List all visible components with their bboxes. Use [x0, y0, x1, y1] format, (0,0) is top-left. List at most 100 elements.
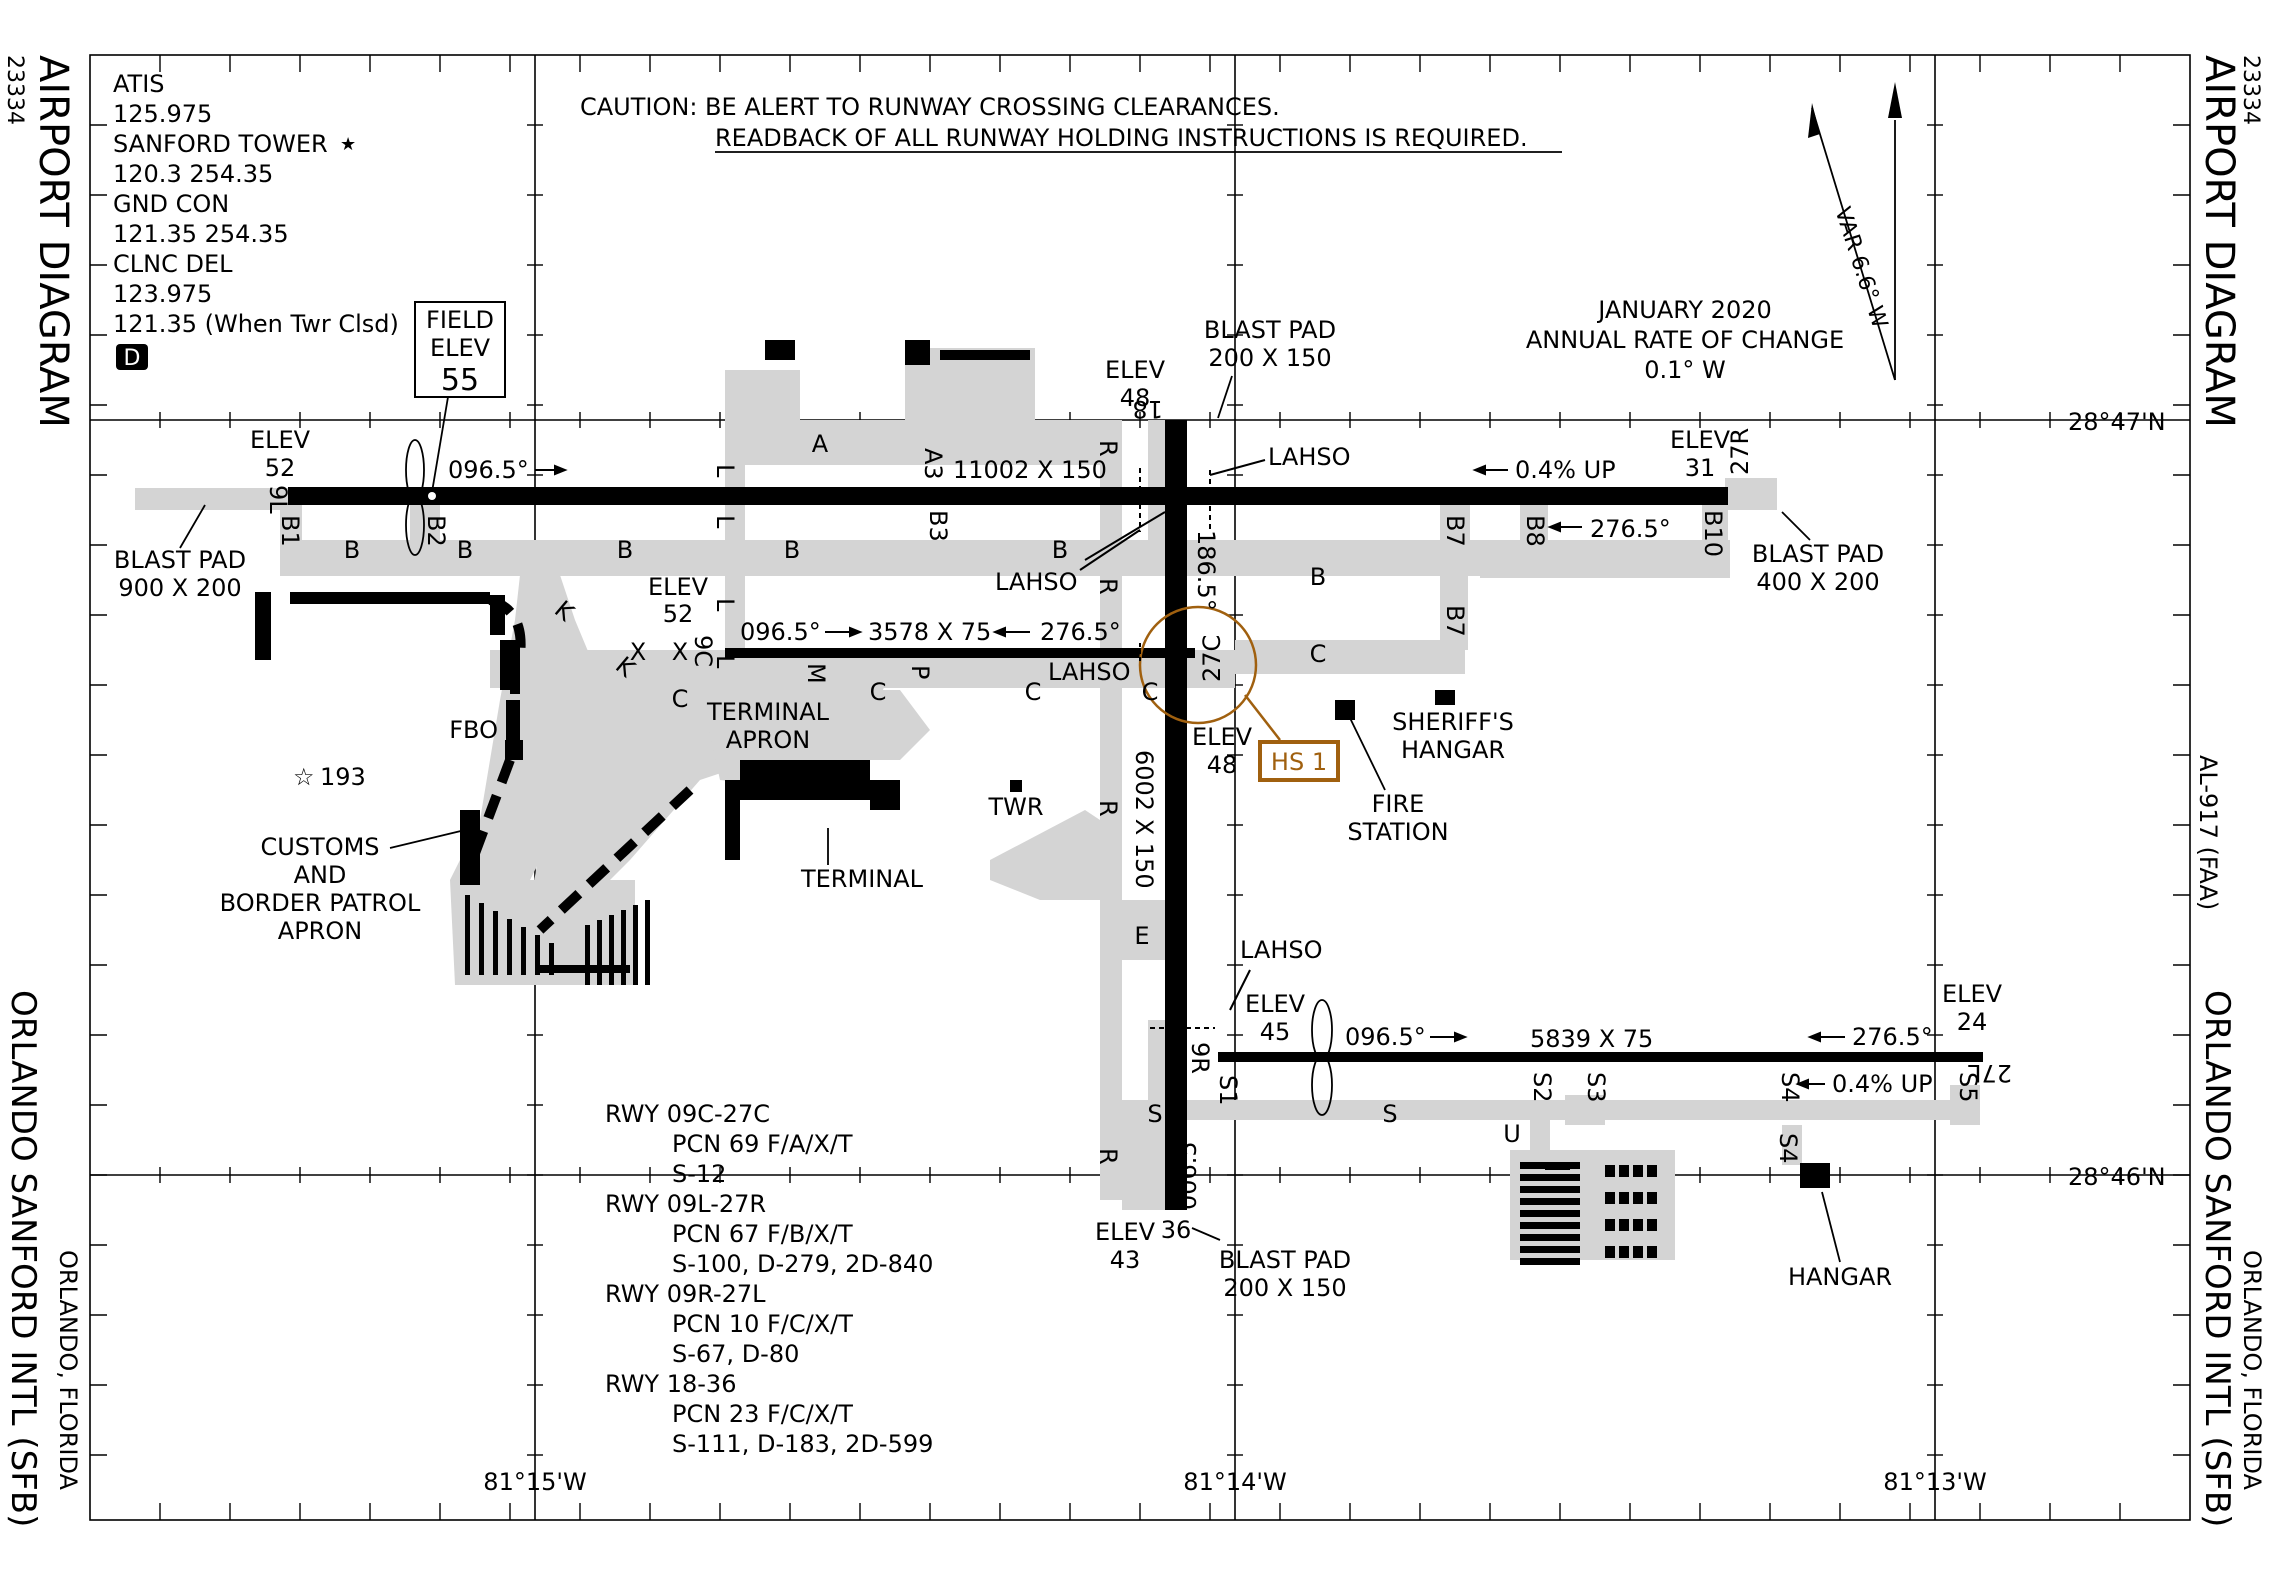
bp-36-label: BLAST PAD [1219, 1246, 1351, 1274]
rwy-mark-9R [1311, 999, 1333, 1116]
twy-R-2: R [1094, 578, 1122, 595]
rwy-info-3-wt: S-67, D-80 [672, 1340, 799, 1368]
hdg-9C: 096.5° [740, 618, 821, 646]
parking-block [645, 900, 650, 985]
parking-block [1545, 1164, 1570, 1170]
lahso-marks [1079, 459, 1266, 1029]
twy-C-2: C [870, 678, 887, 706]
rwy-18-label: 18 [1132, 395, 1163, 423]
hdg-18: 186.5° [1192, 530, 1220, 611]
parking-block [493, 911, 498, 975]
taxiway-labels: A A3 B1 B2 B3 B7 B7 B8 B10 B B B B B B L… [276, 430, 1982, 1165]
slope-27R: 0.4% UP [1515, 456, 1616, 484]
twy-A: A [812, 430, 829, 458]
parking-block [1619, 1165, 1629, 1177]
terminal-apron-label-2: APRON [726, 726, 810, 754]
obstacle-star-icon: ☆ [293, 763, 315, 791]
elev-27R-label: ELEV [1670, 426, 1731, 454]
grid-ticks [90, 55, 2190, 1520]
d-badge: D [124, 346, 141, 371]
buildings [255, 340, 1830, 1188]
runway-18-36 [1165, 420, 1187, 1210]
lahso-label-3: LAHSO [1048, 658, 1131, 686]
parking-rows [465, 895, 1657, 1265]
bp-9L-label: BLAST PAD [114, 546, 246, 574]
magvar-date: JANUARY 2020 [1596, 296, 1772, 324]
twy-B7b: B7 [1441, 605, 1469, 637]
twy-C-3: C [1025, 678, 1042, 706]
elev-9C-value: 52 [663, 600, 694, 628]
parking-block [1520, 1174, 1580, 1181]
side-airport-left: ORLANDO SANFORD INTL (SFB) [3, 990, 43, 1527]
side-doc-right: AL-917 (FAA) [2194, 755, 2222, 910]
rwy-9R-label: 9R [1186, 1042, 1214, 1074]
hdg-27R: 276.5° [1590, 515, 1671, 543]
rwy-info-1-wt: S-12 [672, 1160, 726, 1188]
taxiway-network [135, 348, 1980, 1260]
apron-edge-dashes [460, 595, 694, 934]
runway-info-block: RWY 09C-27C PCN 69 F/A/X/T S-12 RWY 09L-… [605, 1100, 933, 1458]
lahso-label-4: LAHSO [1240, 936, 1323, 964]
parking-block [1647, 1246, 1657, 1258]
magvar-rate: 0.1° W [1644, 356, 1726, 384]
twy-R-4: R [1094, 1148, 1122, 1165]
side-volume-right: 23334 [2238, 55, 2263, 125]
parking-block [1520, 1210, 1580, 1217]
twy-X-2: X [672, 638, 688, 666]
rwy-info-3-pcn: PCN 10 F/C/X/T [672, 1310, 853, 1338]
parking-block [465, 895, 470, 975]
gnd-freq: 121.35 254.35 [113, 220, 289, 248]
fire-line2: STATION [1347, 818, 1448, 846]
twy-S-1: S [1147, 1100, 1162, 1128]
elev-27R-value: 31 [1685, 454, 1716, 482]
lon-west-label: 81°15'W [483, 1468, 586, 1496]
elev-27C-label: ELEV [1192, 723, 1253, 751]
parking-block [1647, 1192, 1657, 1204]
elev-18-label: ELEV [1105, 356, 1166, 384]
parking-block [1647, 1219, 1657, 1231]
atis-label: ATIS [113, 70, 165, 98]
rwy-info-2-pcn: PCN 67 F/B/X/T [672, 1220, 853, 1248]
side-title-right: AIRPORT DIAGRAM [2196, 55, 2242, 428]
bp-36-dims: 200 X 150 [1223, 1274, 1346, 1302]
hdg-36: 006.5° [1174, 1129, 1202, 1210]
side-airport-right: ORLANDO SANFORD INTL (SFB) [2197, 990, 2237, 1527]
parking-block [1520, 1198, 1580, 1205]
twy-X-1: X [630, 638, 646, 666]
twy-S1: S1 [1214, 1075, 1242, 1106]
twy-E: E [1134, 922, 1149, 950]
comms-block: ATIS 125.975 SANFORD TOWER ★ 120.3 254.3… [113, 70, 399, 371]
terminal-label: TERMINAL [800, 865, 924, 893]
lon-east-label: 81°13'W [1883, 1468, 1986, 1496]
twy-B-3: B [617, 536, 633, 564]
obstacle-label: 193 [320, 763, 366, 791]
customs-line4: APRON [278, 917, 362, 945]
elev-9C-label: ELEV [648, 573, 709, 601]
hdg-9L: 096.5° [448, 456, 529, 484]
twy-S4: S4 [1776, 1072, 1804, 1103]
twy-B8: B8 [1521, 515, 1549, 547]
side-volume-left: 23334 [2, 55, 27, 125]
lahso-label-1: LAHSO [1268, 443, 1351, 471]
side-city-left: ORLANDO, FLORIDA [54, 1250, 82, 1491]
parking-block [1520, 1258, 1580, 1265]
customs-line2: AND [294, 861, 347, 889]
twy-B-1: B [344, 536, 360, 564]
sheriff-line1: SHERIFF'S [1392, 708, 1514, 736]
twy-L-3: L [711, 598, 739, 612]
rwy-info-4-rwy: RWY 18-36 [605, 1370, 736, 1398]
twy-M: M [802, 663, 830, 684]
twy-B2: B2 [422, 515, 450, 547]
parking-block [535, 935, 540, 975]
rwy-info-2-wt: S-100, D-279, 2D-840 [672, 1250, 933, 1278]
elev-36-label: ELEV [1095, 1218, 1156, 1246]
elev-9R-value: 45 [1260, 1018, 1291, 1046]
twy-C-4: C [1142, 678, 1159, 706]
fire-line1: FIRE [1372, 790, 1425, 818]
twy-S2: S2 [1528, 1072, 1556, 1103]
parking-block [1619, 1219, 1629, 1231]
twy-B1: B1 [276, 515, 304, 547]
parking-block [549, 943, 554, 975]
bp-18-dims: 200 X 150 [1208, 344, 1331, 372]
rwy-27C-label: 27C [1198, 635, 1226, 682]
